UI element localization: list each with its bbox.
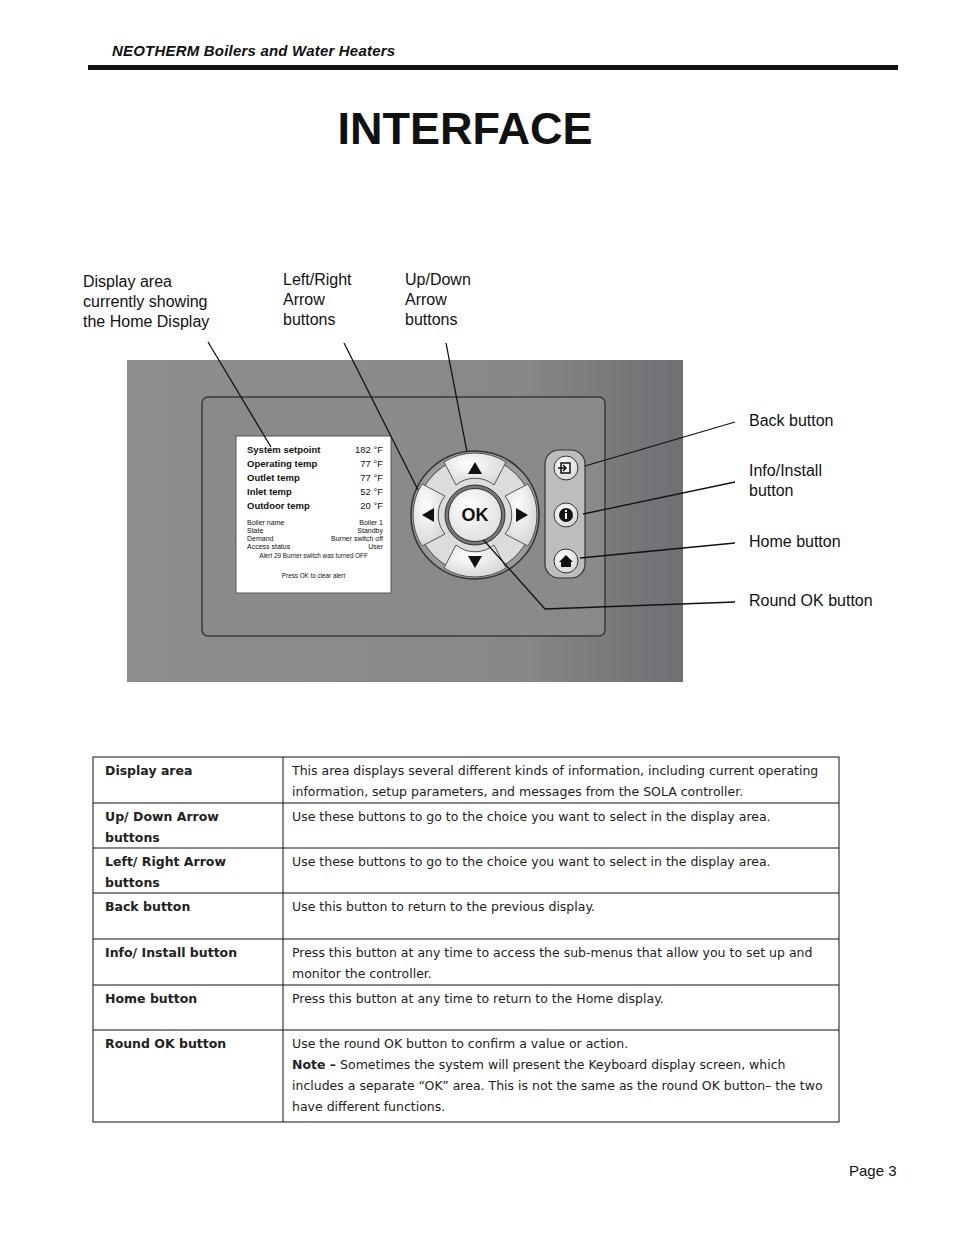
callout-label: Display area currently showing the Home …	[83, 272, 223, 332]
table-grid	[93, 757, 839, 1122]
screen-label: Access status	[247, 543, 290, 551]
page-title: INTERFACE	[0, 102, 930, 156]
table-cell: Home button	[105, 988, 277, 1009]
side-buttons	[545, 450, 585, 578]
arrow-pad	[411, 451, 539, 579]
table-note: Note – Sometimes the system will present…	[292, 1054, 832, 1117]
callout-label: Round OK button	[749, 591, 873, 611]
table-cell: Press this button at any time to return …	[292, 988, 832, 1009]
table-cell: Info/ Install button	[105, 942, 277, 963]
callout-label: Info/Install button	[749, 461, 845, 501]
screen-label: Outlet temp	[247, 473, 300, 483]
note-label: Note –	[292, 1057, 336, 1072]
table-cell: Press this button at any time to access …	[292, 942, 832, 984]
leader-lines	[208, 342, 735, 609]
table-cell: Use these buttons to go to the choice yo…	[292, 806, 832, 827]
header-bar	[88, 65, 898, 70]
note-text: Sometimes the system will present the Ke…	[292, 1057, 823, 1114]
screen-label: Operating temp	[247, 459, 317, 469]
screen-value: 52 °F	[360, 487, 383, 497]
table-cell: Back button	[105, 896, 277, 917]
page-number: Page 3	[849, 1162, 897, 1180]
screen-label: Demand	[247, 535, 273, 543]
screen	[236, 436, 391, 593]
header-text: NEOTHERM Boilers and Water Heaters	[112, 42, 395, 59]
screen-value: Standby	[357, 527, 383, 535]
table-cell: Up/ Down Arrow buttons	[105, 806, 277, 848]
ok-button: OK	[448, 488, 502, 542]
screen-value: User	[368, 543, 383, 551]
callout-label: Up/Down Arrow buttons	[405, 270, 481, 330]
screen-value: 77 °F	[360, 473, 383, 483]
screen-alert: Alert 29 Burner switch was turned OFF	[236, 553, 391, 560]
screen-label: Inlet temp	[247, 487, 292, 497]
screen-value: 182 °F	[355, 445, 383, 455]
table-cell: This area displays several different kin…	[292, 760, 832, 802]
table-cell: Round OK button	[105, 1033, 277, 1054]
screen-label: System setpoint	[247, 445, 320, 455]
display-screen: System setpoint 182 °F Operating temp 77 °F…	[236, 436, 391, 593]
screen-label: Boiler name	[247, 519, 284, 527]
table-cell: Use this button to return to the previou…	[292, 896, 832, 917]
screen-hint: Press OK to clear alert	[236, 573, 391, 580]
callout-label: Left/Right Arrow buttons	[283, 270, 367, 330]
callout-label: Back button	[749, 411, 834, 431]
screen-label: Outdoor temp	[247, 501, 310, 511]
screen-value: 77 °F	[360, 459, 383, 469]
table-cell: Use these buttons to go to the choice yo…	[292, 851, 832, 872]
callout-label: Home button	[749, 532, 841, 552]
screen-value: Boiler 1	[359, 519, 383, 527]
control-panel	[127, 360, 683, 682]
table-cell: Use the round OK button to confirm a val…	[292, 1033, 832, 1054]
table-cell: Left/ Right Arrow buttons	[105, 851, 277, 893]
button-label: OK	[462, 505, 489, 526]
table-cell: Display area	[105, 760, 277, 781]
screen-value: Burner switch off	[331, 535, 383, 543]
screen-label: State	[247, 527, 263, 535]
screen-value: 20 °F	[360, 501, 383, 511]
